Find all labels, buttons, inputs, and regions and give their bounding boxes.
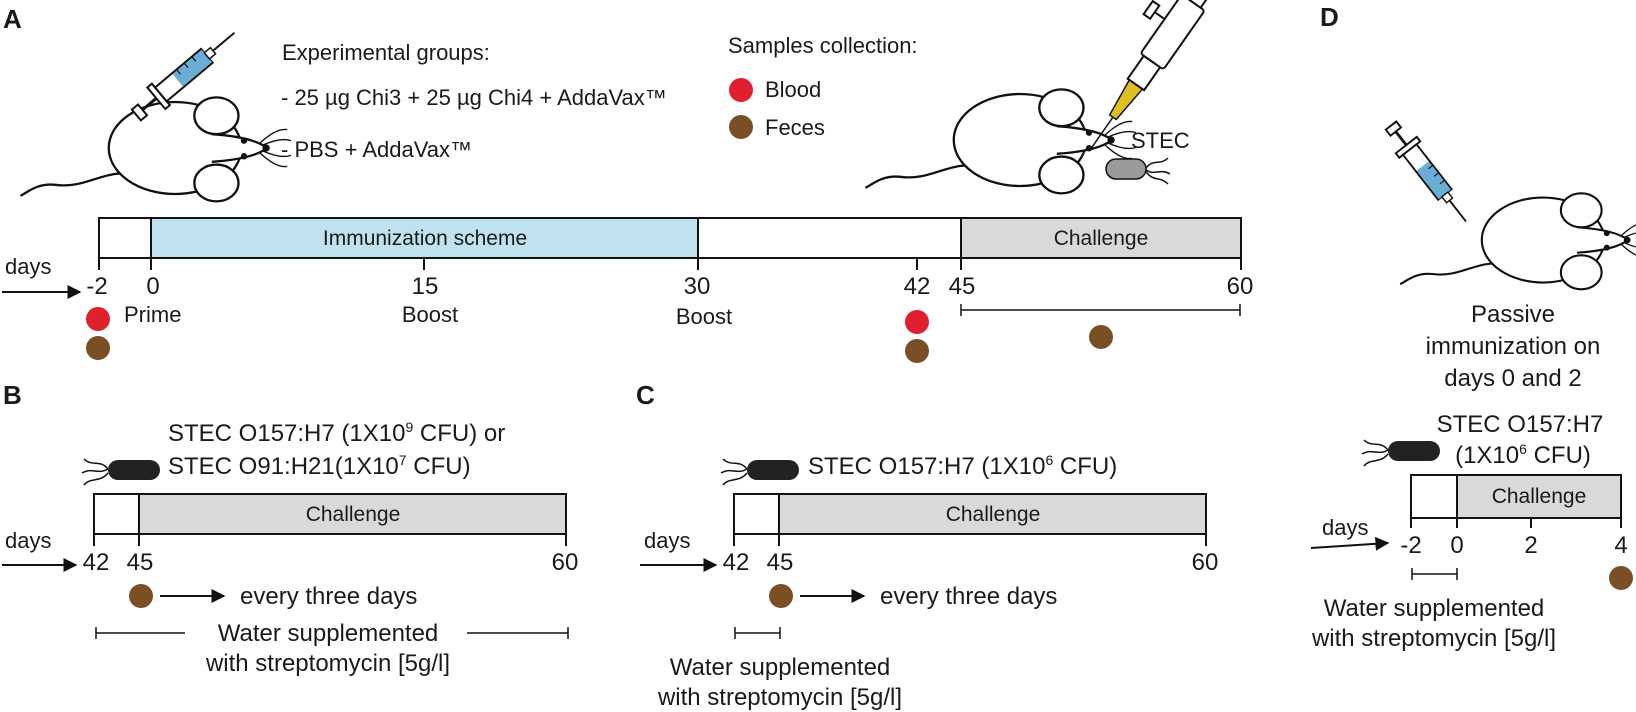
- challenge-segment-b: [138, 493, 567, 535]
- panel-d-letter: D: [1320, 2, 1339, 32]
- strain-c: STEC O157:H7 (1X106 CFU): [808, 452, 1117, 480]
- immunization-segment: [150, 217, 699, 259]
- water-c-line-2: with streptomycin [5g/l]: [657, 684, 902, 711]
- tick-b-45: 45: [127, 549, 154, 576]
- tick-a-42: 42: [904, 273, 931, 300]
- tick-d-2: 2: [1524, 532, 1537, 559]
- blood-legend-dot: [729, 78, 753, 102]
- bacterium-icon: [720, 458, 800, 486]
- mouse-icon: [19, 96, 293, 203]
- panel-a-letter: A: [3, 4, 22, 34]
- tick-d-4: 4: [1614, 532, 1627, 559]
- samples-title: Samples collection:: [728, 33, 918, 58]
- challenge-segment-a: [960, 217, 1242, 259]
- strain-b-1: STEC O157:H7 (1X109 CFU) or: [168, 419, 505, 447]
- group-1: - 25 µg Chi3 + 25 µg Chi4 + AddaVax™: [281, 85, 667, 110]
- tick-a-0: 0: [146, 273, 159, 300]
- days-label-d: days: [1322, 515, 1368, 540]
- mouse-icon: [1399, 192, 1636, 291]
- groups-title: Experimental groups:: [282, 40, 490, 65]
- feces-legend-label: Feces: [765, 115, 825, 140]
- panel-b-letter: B: [3, 380, 22, 410]
- every-three-days-b: every three days: [240, 583, 417, 610]
- feces-sample-dot: [1089, 325, 1113, 349]
- prime-label: Prime: [124, 302, 181, 327]
- tick-c-45: 45: [767, 549, 794, 576]
- immunization-label: Immunization scheme: [323, 227, 527, 250]
- boost-label-1: Boost: [402, 302, 458, 327]
- tick-d-0: 0: [1450, 532, 1463, 559]
- pipette-icon: [1089, 0, 1212, 151]
- tick-a-60: 60: [1227, 273, 1254, 300]
- water-b-line-2: with streptomycin [5g/l]: [205, 650, 450, 677]
- tick-b-60: 60: [552, 549, 579, 576]
- bacterium-icon: [81, 458, 161, 486]
- passive-line-1: Passive: [1471, 301, 1555, 328]
- bacterium-icon: [1105, 157, 1171, 185]
- feces-sample-dot: [769, 584, 793, 608]
- feces-legend-dot: [729, 115, 753, 139]
- challenge-segment-d: [1456, 474, 1622, 519]
- water-c-line-1: Water supplemented: [670, 654, 891, 681]
- tick-b-42: 42: [83, 549, 110, 576]
- water-d-line-2: with streptomycin [5g/l]: [1311, 625, 1556, 652]
- challenge-label-a: Challenge: [1054, 227, 1149, 250]
- blood-legend-label: Blood: [765, 77, 821, 102]
- bacterium-icon: [1361, 439, 1441, 467]
- water-d-line-1: Water supplemented: [1324, 595, 1545, 622]
- stec-label: STEC: [1131, 128, 1190, 153]
- days-label-c: days: [644, 528, 690, 553]
- tick-a-45: 45: [949, 273, 976, 300]
- days-arrow-d: [1310, 536, 1390, 551]
- feces-sample-dot: [1609, 566, 1633, 590]
- passive-line-2: immunization on: [1426, 333, 1601, 360]
- strain-d: STEC O157:H7: [1437, 411, 1604, 438]
- boost-label-2: Boost: [676, 304, 732, 329]
- tick-a-30: 30: [684, 273, 711, 300]
- blood-sample-dot: [905, 310, 929, 334]
- tick-a-15: 15: [412, 273, 439, 300]
- panel-c-letter: C: [636, 380, 655, 410]
- group-2: - PBS + AddaVax™: [281, 137, 472, 162]
- strain-b-2: STEC O91:H21(1X107 CFU): [168, 452, 471, 480]
- tick-c-42: 42: [723, 549, 750, 576]
- days-label-b: days: [5, 528, 51, 553]
- challenge-label-b: Challenge: [306, 503, 401, 526]
- challenge-label-d: Challenge: [1492, 485, 1587, 508]
- every-three-days-c: every three days: [880, 583, 1057, 610]
- tick-d-minus2: -2: [1400, 532, 1421, 559]
- feces-sample-dot: [129, 584, 153, 608]
- challenge-label-c: Challenge: [946, 503, 1041, 526]
- passive-line-3: days 0 and 2: [1444, 365, 1581, 392]
- syringe-icon: [1379, 115, 1478, 232]
- feces-sample-dot: [86, 336, 110, 360]
- challenge-segment-c: [778, 493, 1207, 535]
- feces-sample-dot: [905, 339, 929, 363]
- water-b-line-1: Water supplemented: [218, 620, 439, 647]
- dose-d: (1X106 CFU): [1455, 441, 1591, 469]
- blood-sample-dot: [86, 307, 110, 331]
- days-label-a: days: [5, 254, 51, 279]
- tick-c-60: 60: [1192, 549, 1219, 576]
- tick-a-minus2: -2: [86, 273, 107, 300]
